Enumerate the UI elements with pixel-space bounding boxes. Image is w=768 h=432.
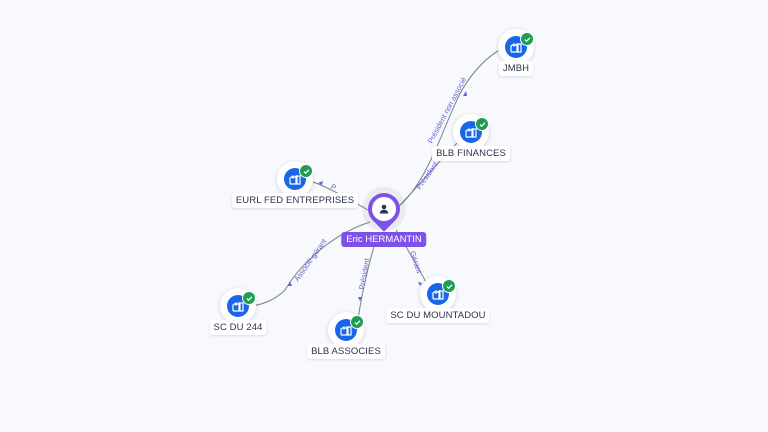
edge-label-sc-du-mountadou: Gérant (408, 250, 424, 275)
check-icon (442, 279, 456, 293)
arrow-eurl-fed (318, 181, 323, 185)
company-label: JMBH (498, 61, 534, 76)
company-label: SC DU 244 (209, 320, 267, 335)
check-icon (299, 164, 313, 178)
person-icon (372, 197, 396, 221)
edge-sc-du-244 (249, 221, 371, 307)
company-label: SC DU MOUNTADOU (386, 308, 490, 323)
check-icon (520, 32, 534, 46)
arrow-jmbh (463, 91, 467, 96)
check-icon (475, 117, 489, 131)
person-label: Eric HERMANTIN (341, 232, 427, 247)
edge-label-blb-finances: Président (414, 159, 440, 191)
arrow-sc-du-mountadou (418, 282, 422, 286)
check-icon (242, 291, 256, 305)
company-label: BLB ASSOCIES (307, 344, 385, 359)
check-icon (350, 315, 364, 329)
edge-arrows (288, 91, 467, 301)
edge-label-blb-associes: Président (357, 257, 372, 291)
edge-label-eurl-fed: P (329, 182, 338, 192)
edge-jmbh (397, 47, 504, 208)
edge-label-sc-du-244: Associé-gérant (292, 236, 329, 283)
company-label: EURL FED ENTREPRISES (231, 193, 359, 208)
arrow-blb-associes (358, 297, 362, 301)
arrow-sc-du-244 (288, 281, 292, 286)
company-label: BLB FINANCES (432, 146, 510, 161)
